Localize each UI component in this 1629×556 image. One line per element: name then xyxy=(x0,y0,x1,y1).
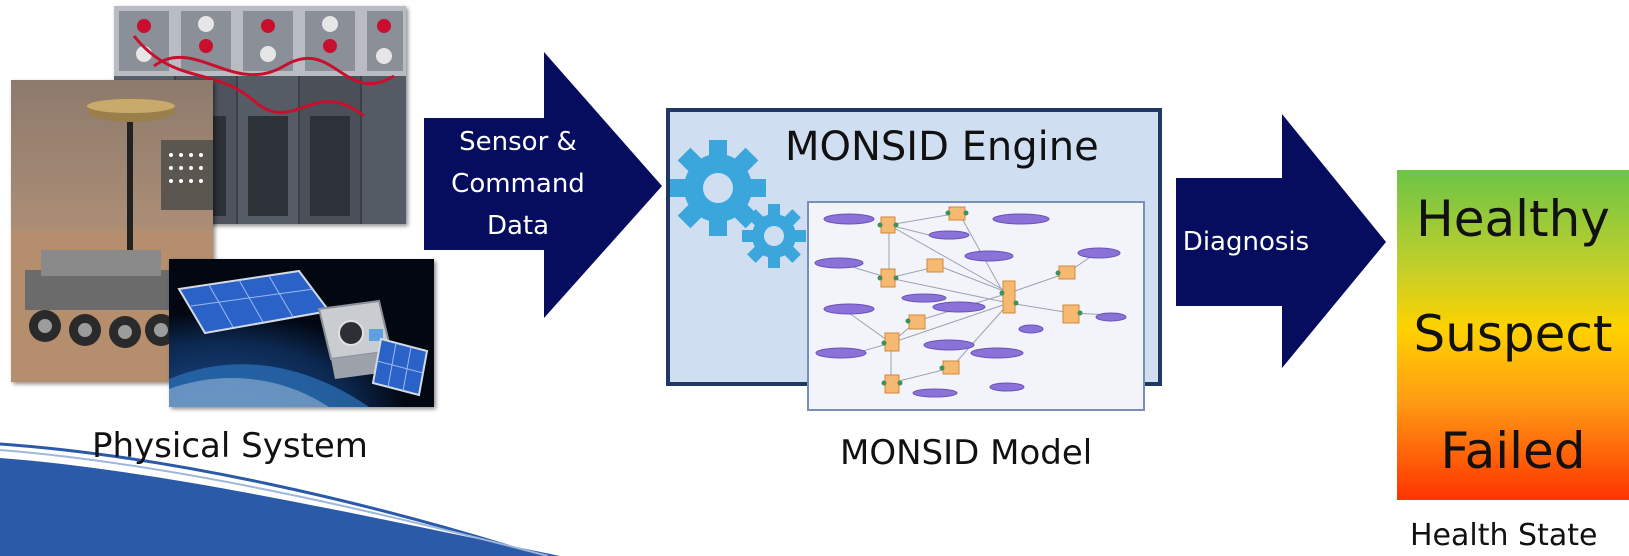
monsid-model-caption: MONSID Model xyxy=(840,433,1093,473)
monsid-model-panel xyxy=(807,201,1145,411)
diagnosis-arrow xyxy=(1176,114,1386,368)
satellite-photo xyxy=(169,259,434,407)
gear-icon xyxy=(670,140,806,268)
model-network-graph xyxy=(814,206,1127,398)
health-state-suspect: Suspect xyxy=(1413,305,1613,363)
sensor-command-data-label: Sensor & Command Data xyxy=(424,121,612,247)
health-state-healthy: Healthy xyxy=(1416,190,1610,248)
arrow-label-line-3: Data xyxy=(486,211,550,241)
physical-system-caption: Physical System xyxy=(92,426,368,466)
sensor-command-data-arrow xyxy=(424,52,662,318)
health-state-scale xyxy=(1397,170,1629,500)
decorative-swoosh xyxy=(0,442,560,556)
rover-photo xyxy=(11,80,213,382)
health-state-caption: Health State xyxy=(1410,518,1598,553)
diagnosis-label: Diagnosis xyxy=(1182,227,1310,257)
health-state-failed: Failed xyxy=(1440,422,1586,480)
arrow-label-line-1: Sensor & xyxy=(459,127,577,157)
arrow-label-line-2: Command xyxy=(451,169,585,199)
monsid-engine-title: MONSID Engine xyxy=(785,124,1099,170)
